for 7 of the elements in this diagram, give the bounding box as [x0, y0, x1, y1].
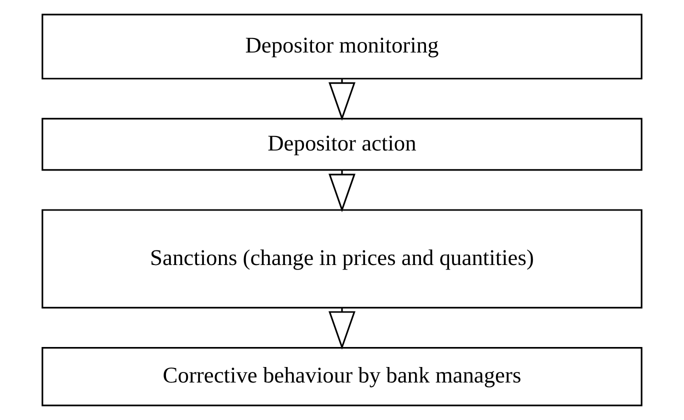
arrow	[328, 79, 356, 121]
node-box: Sanctions (change in prices and quantities)	[42, 209, 642, 309]
node-box: Depositor monitoring	[42, 14, 642, 80]
node-box: Corrective behaviour by bank managers	[42, 346, 642, 406]
node-box: Depositor action	[42, 118, 642, 171]
arrow	[328, 170, 356, 212]
arrow	[328, 308, 356, 350]
